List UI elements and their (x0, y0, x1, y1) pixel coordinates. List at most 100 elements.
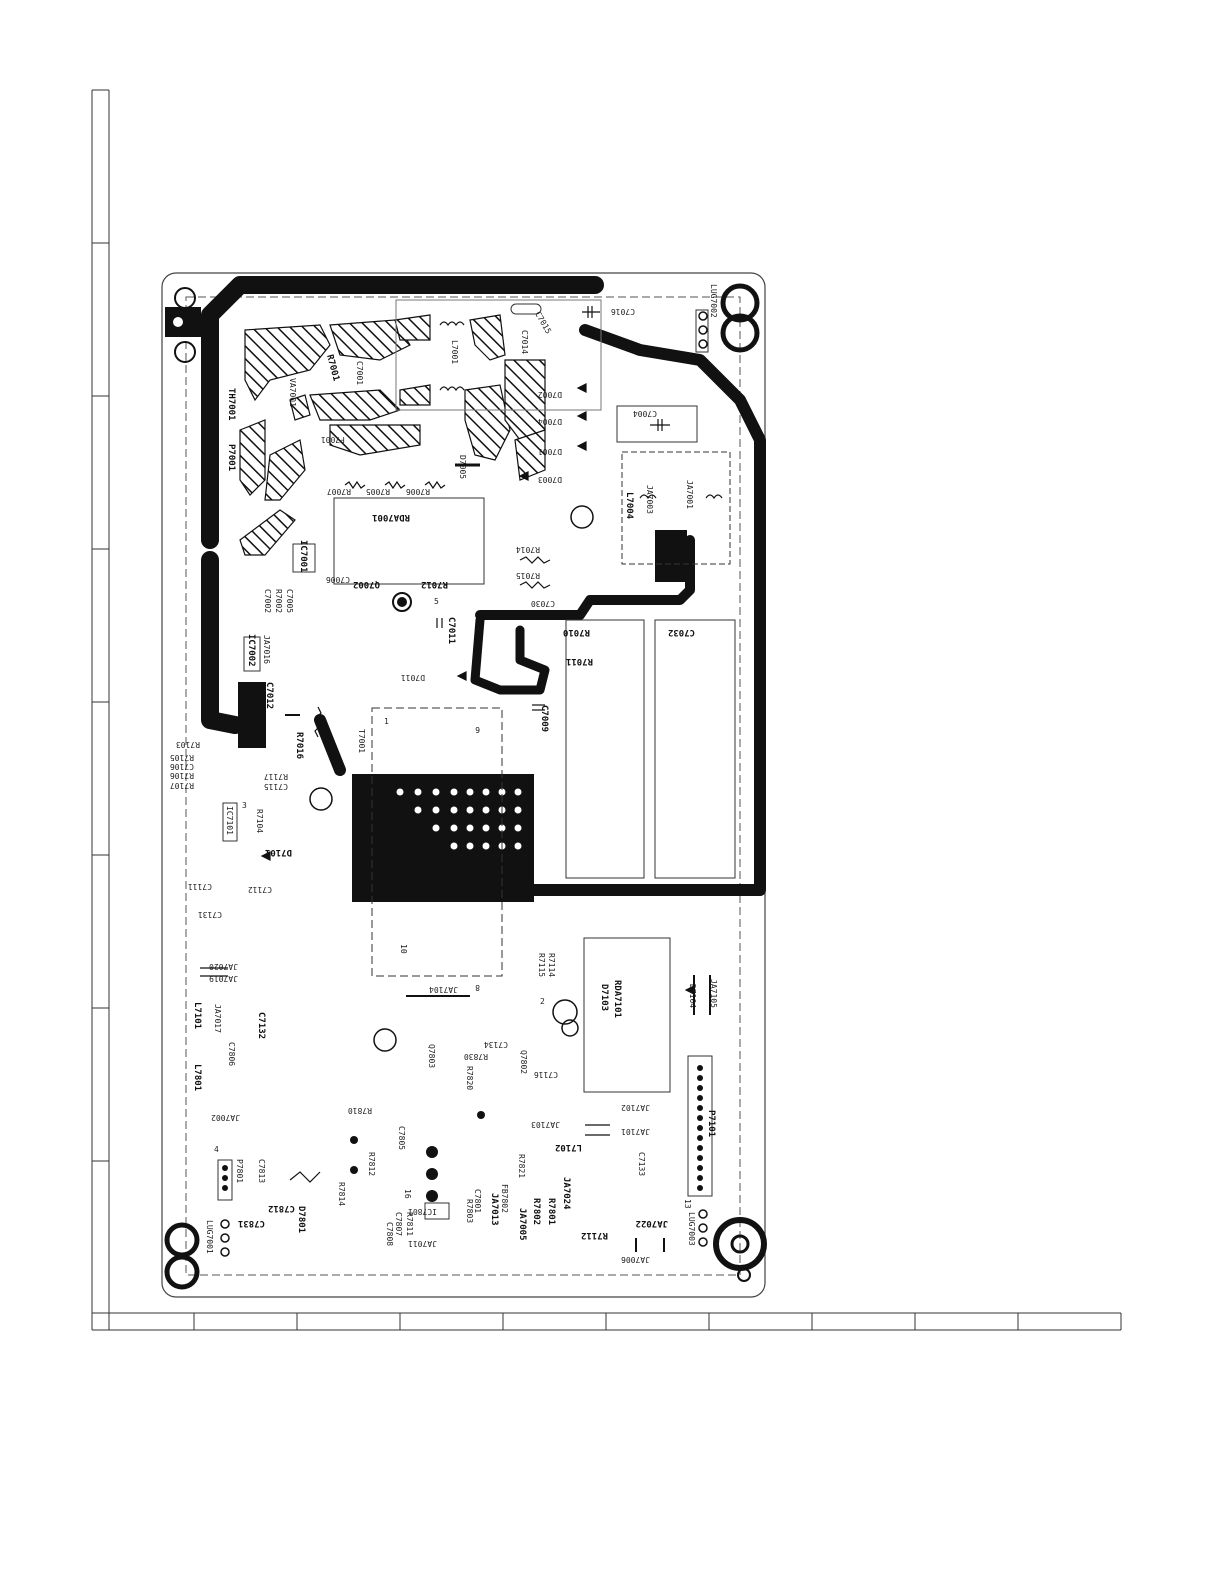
label-LUG7003: LUG7003 (687, 1212, 696, 1246)
label-D7104: D7104 (688, 984, 697, 1008)
label-R7012: R7012 (421, 579, 448, 589)
label-C7001: C7001 (355, 361, 364, 385)
label-R7007: R7007 (327, 487, 351, 496)
label-R7814: R7814 (337, 1182, 346, 1206)
label-C7030: C7030 (531, 599, 555, 608)
label-R7014: R7014 (516, 545, 540, 554)
mounting-holes (164, 283, 767, 1290)
label-R7106: R7106 (170, 771, 194, 780)
label-JA7002: JA7002 (211, 1113, 240, 1122)
pin-5: 5 (434, 597, 439, 606)
label-R7015: R7015 (516, 571, 540, 580)
label-JA7013: JA7013 (489, 1193, 499, 1226)
label-JA7017: JA7017 (213, 1004, 222, 1033)
label-C7032: C7032 (668, 627, 695, 637)
component-outlines (217, 299, 736, 1220)
label-JA7005: JA7005 (517, 1208, 527, 1241)
label-JA7101: JA7101 (621, 1127, 650, 1136)
label-R7810: R7810 (348, 1106, 372, 1115)
label-C7012: C7012 (264, 682, 274, 709)
pin-1: 1 (384, 717, 389, 726)
component-symbols (200, 306, 723, 1252)
label-C7801: C7801 (473, 1189, 482, 1213)
label-C7011: C7011 (446, 617, 456, 644)
label-R7001: R7001 (324, 354, 341, 383)
label-D7003: D7003 (538, 475, 562, 484)
label-C7131: C7131 (198, 910, 222, 919)
label-P7101: P7101 (706, 1110, 716, 1137)
label-C7806: C7806 (227, 1042, 236, 1066)
label-C7813: C7813 (257, 1159, 266, 1183)
solid-pads (222, 597, 703, 1202)
label-C7133: C7133 (637, 1152, 646, 1176)
label-IC7001: IC7001 (298, 540, 308, 573)
label-JA7022: JA7022 (635, 1218, 668, 1228)
label-D7004: D7004 (538, 417, 562, 426)
label-R7006: R7006 (406, 487, 430, 496)
label-JA7003: JA7003 (645, 485, 654, 514)
thermal-vias (173, 317, 522, 850)
pin-13: 13 (683, 1199, 692, 1209)
label-C7831: C7831 (238, 1218, 265, 1228)
filled-copper-blocks (165, 307, 687, 902)
label-FB7802: FB7802 (500, 1184, 509, 1213)
label-D7801: D7801 (296, 1206, 306, 1233)
label-C7134: C7134 (484, 1040, 508, 1049)
label-D7101: D7101 (265, 847, 292, 857)
label-LUG7002: LUG7002 (709, 284, 718, 318)
label-C7004: C7004 (633, 409, 657, 418)
label-R7821: R7821 (517, 1154, 526, 1178)
label-R7830: R7830 (464, 1052, 488, 1061)
label-D7103: D7103 (599, 984, 609, 1011)
label-JA7001: JA7001 (685, 480, 694, 509)
label-R7115: R7115 (537, 953, 546, 977)
label-TH7001: TH7001 (226, 388, 236, 421)
drawing-frame (91, 89, 1122, 1331)
label-R7811: R7811 (405, 1212, 414, 1236)
label-R7112: R7112 (581, 1230, 608, 1240)
copper-traces (201, 276, 766, 896)
label-R7002: R7002 (274, 589, 283, 613)
label-C7132: C7132 (256, 1012, 266, 1039)
label-C7808: C7808 (385, 1222, 394, 1246)
label-JA7006: JA7006 (621, 1255, 650, 1264)
label-R7011: R7011 (566, 656, 593, 666)
label-L7001: L7001 (450, 340, 459, 364)
label-R7103: R7103 (176, 740, 200, 749)
label-R7114: R7114 (547, 953, 556, 977)
label-C7115: C7115 (264, 782, 288, 791)
label-C7014: C7014 (520, 330, 529, 354)
label-VA7001: VA7001 (288, 378, 297, 407)
label-R7820: R7820 (465, 1066, 474, 1090)
label-C7116: C7116 (534, 1070, 558, 1079)
label-JA7011: JA7011 (408, 1239, 437, 1248)
label-Q7802: Q7802 (519, 1050, 528, 1074)
label-L7102: L7102 (555, 1142, 582, 1152)
label-D7005: D7005 (458, 455, 467, 479)
label-F7001: F7001 (321, 435, 345, 444)
label-Q7803: Q7803 (427, 1044, 436, 1068)
label-R7005: R7005 (366, 487, 390, 496)
pin-8: 8 (475, 983, 480, 992)
label-JA7105: JA7105 (709, 979, 718, 1008)
label-D7011: D7011 (401, 673, 425, 682)
label-C7812: C7812 (268, 1203, 295, 1213)
label-P7001: P7001 (226, 444, 236, 471)
pin-16: 16 (403, 1189, 412, 1199)
label-R7107: R7107 (170, 781, 194, 790)
pin-3: 3 (242, 801, 247, 810)
label-C7805: C7805 (397, 1126, 406, 1150)
label-R7010: R7010 (563, 627, 590, 637)
label-IC7801: IC7801 (408, 1207, 437, 1216)
label-Q7002: Q7002 (353, 579, 380, 589)
label-R7801: R7801 (546, 1198, 556, 1225)
label-L7801: L7801 (192, 1064, 202, 1091)
label-C7002: C7002 (263, 589, 272, 613)
label-C7112: C7112 (248, 885, 272, 894)
label-D7002: D7002 (538, 390, 562, 399)
label-R7117: R7117 (264, 772, 288, 781)
label-JA7020: JA7020 (209, 962, 238, 971)
label-JA7103: JA7103 (531, 1120, 560, 1129)
label-P7801: P7801 (235, 1159, 244, 1183)
